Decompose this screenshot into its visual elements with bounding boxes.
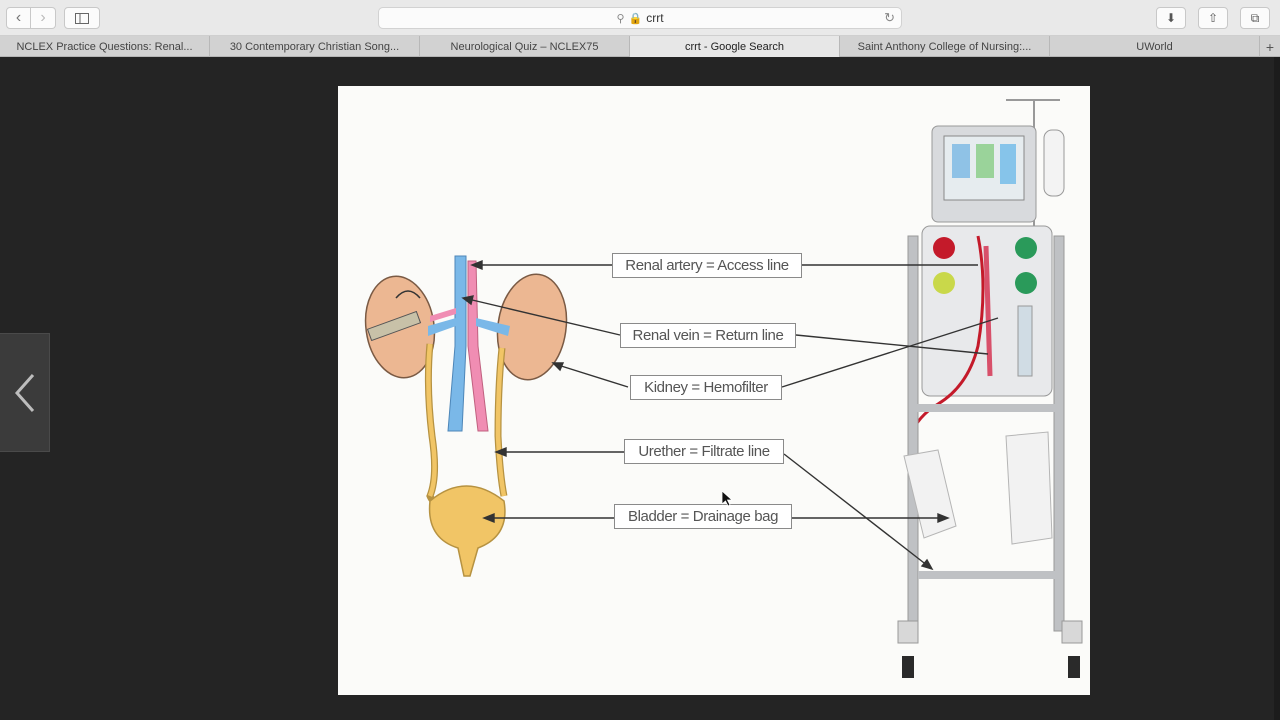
back-button[interactable]: ‹ xyxy=(6,7,31,29)
crrt-machine-illustration xyxy=(897,99,1083,678)
image-viewer: Renal artery = Access line Renal vein = … xyxy=(0,57,1280,720)
previous-image-button[interactable] xyxy=(0,333,50,452)
tab-uworld[interactable]: UWorld xyxy=(1050,36,1260,57)
share-button[interactable]: ⇧ xyxy=(1198,7,1228,29)
download-icon: ⬇ xyxy=(1165,11,1177,25)
label-urether: Urether = Filtrate line xyxy=(624,439,784,464)
scrollbar[interactable] xyxy=(1274,57,1280,720)
sidebar-icon xyxy=(75,12,89,24)
label-kidney: Kidney = Hemofilter xyxy=(630,375,782,400)
tab-neurological-quiz[interactable]: Neurological Quiz – NCLEX75 xyxy=(420,36,630,57)
chevron-left-icon xyxy=(14,373,34,412)
new-tab-button[interactable]: + xyxy=(1265,38,1275,55)
chevron-right-icon: › xyxy=(40,9,46,26)
mouse-cursor-icon xyxy=(722,491,734,507)
diagram-illustration xyxy=(364,99,1083,678)
reload-icon[interactable]: ↻ xyxy=(884,10,895,25)
search-icon: ⚲ xyxy=(616,12,625,25)
crrt-diagram-image: Renal artery = Access line Renal vein = … xyxy=(338,86,1090,695)
url-text: crrt xyxy=(646,11,664,25)
history-nav: ‹ › xyxy=(6,7,56,29)
label-bladder: Bladder = Drainage bag xyxy=(614,504,792,529)
lock-icon: 🔒 xyxy=(628,12,643,25)
download-button[interactable]: ⬇ xyxy=(1156,7,1186,29)
connector-arrows xyxy=(461,259,999,571)
tabs-overview-button[interactable]: ⧉ xyxy=(1240,7,1270,29)
great-vessels xyxy=(428,255,510,432)
browser-toolbar: ‹ › ⚲ 🔒 crrt ↻ ⬇ ⇧ ⧉ xyxy=(0,0,1280,36)
label-renal-vein: Renal vein = Return line xyxy=(620,323,796,348)
ureter-bladder-illustration xyxy=(424,343,508,577)
chevron-left-icon: ‹ xyxy=(15,9,22,26)
kidney-illustration xyxy=(364,273,568,381)
tab-bar: NCLEX Practice Questions: Renal... 30 Co… xyxy=(0,36,1280,57)
sidebar-button[interactable] xyxy=(64,7,100,29)
tabs-overview-icon: ⧉ xyxy=(1250,10,1260,25)
forward-button[interactable]: › xyxy=(31,7,56,29)
tab-saint-anthony[interactable]: Saint Anthony College of Nursing:... xyxy=(840,36,1050,57)
share-icon: ⇧ xyxy=(1207,11,1219,25)
tab-nclex-renal[interactable]: NCLEX Practice Questions: Renal... xyxy=(0,36,210,57)
tab-christian-songs[interactable]: 30 Contemporary Christian Song... xyxy=(210,36,420,57)
tab-crrt-search[interactable]: crrt - Google Search xyxy=(630,36,840,57)
address-bar[interactable]: ⚲ 🔒 crrt ↻ xyxy=(378,7,902,29)
label-renal-artery: Renal artery = Access line xyxy=(612,253,802,278)
